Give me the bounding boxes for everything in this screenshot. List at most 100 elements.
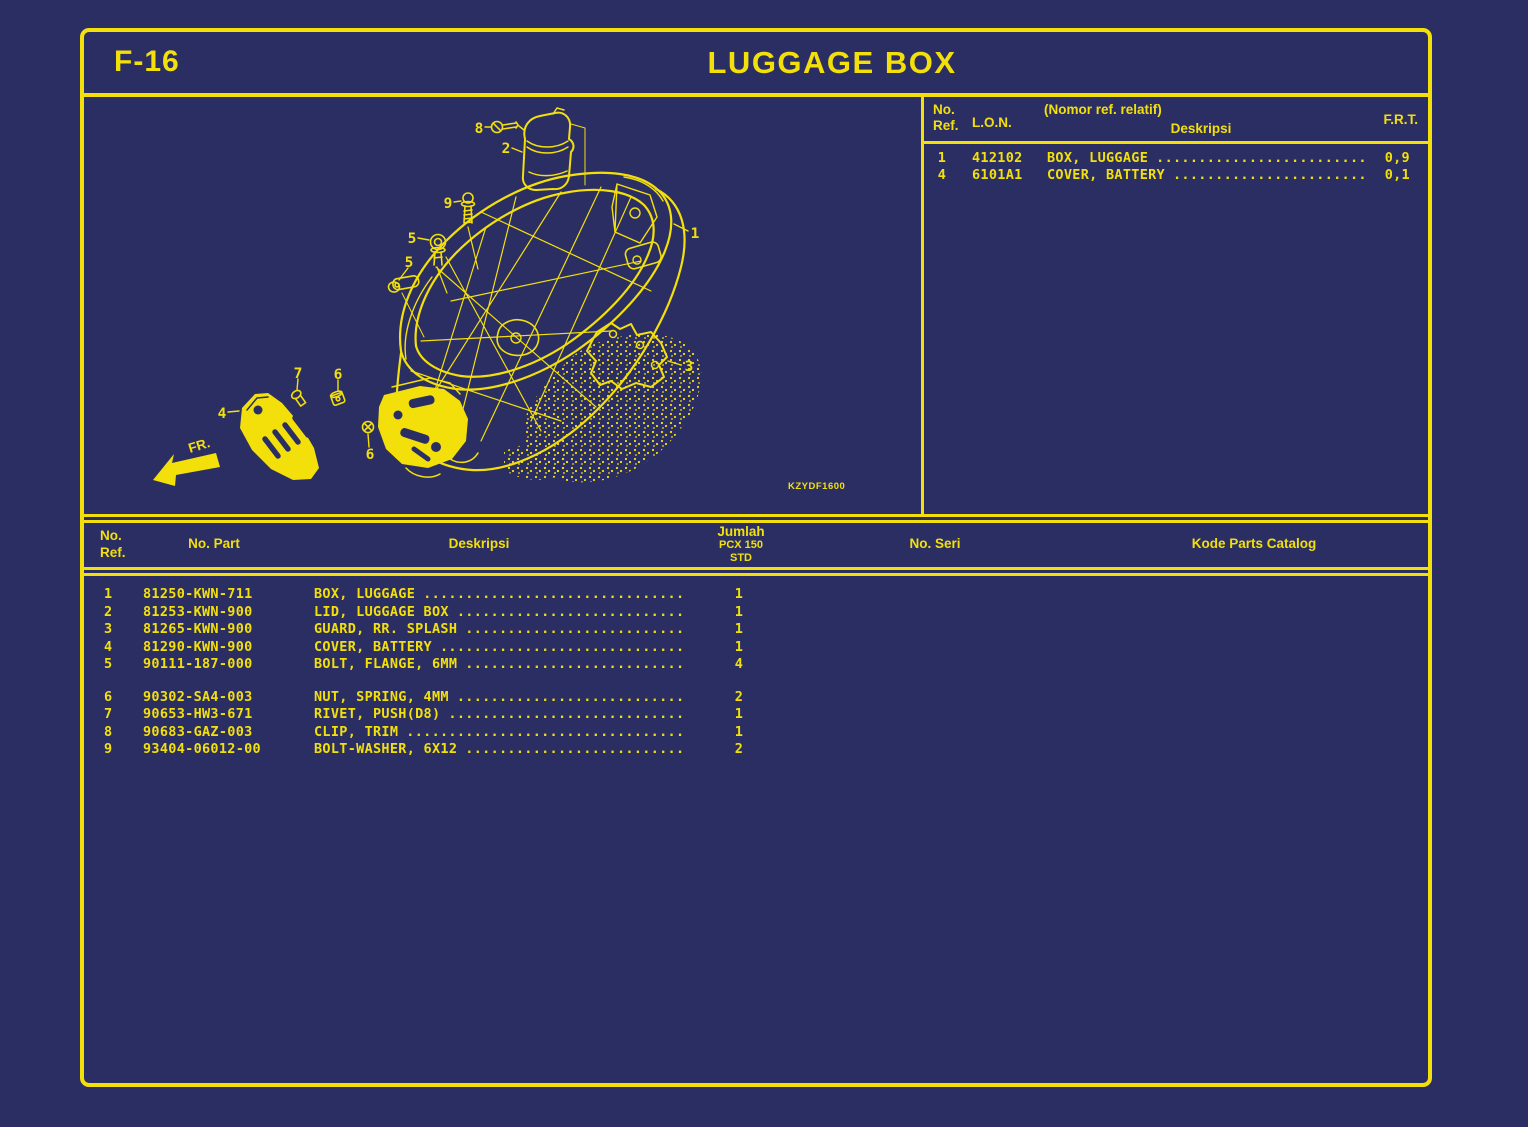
parts-row: 8 90683-GAZ-003 CLIP, TRIM..............… — [104, 724, 1428, 742]
qty-cell: 2 — [734, 741, 744, 757]
part-number-cell: 90111-187-000 — [143, 656, 253, 672]
diagram-code: KZYDF1600 — [788, 481, 845, 492]
ref-col-header: No. Ref. — [933, 102, 959, 133]
ref-table-row: 1 412102 BOX, LUGGAGE...................… — [924, 150, 1428, 167]
flange-bolt-part-lower — [387, 275, 425, 338]
description-cell: BOLT, FLANGE, 6MM.......................… — [314, 656, 685, 672]
ref-table-header: No. Ref. L.O.N. (Nomor ref. relatif) Des… — [924, 97, 1428, 144]
row-group-gap — [104, 674, 1428, 689]
parts-row: 4 81290-KWN-900 COVER, BATTERY..........… — [104, 639, 1428, 657]
parts-row: 9 93404-06012-00 BOLT-WASHER, 6X12......… — [104, 741, 1428, 759]
page-title: LUGGAGE BOX — [707, 45, 957, 80]
luggage-box-body — [395, 171, 686, 472]
description-cell: LID, LUGGAGE BOX........................… — [314, 603, 685, 620]
catalog-code-col-header: Kode Parts Catalog — [1191, 536, 1317, 551]
part-number-cell: 93404-06012-00 — [143, 741, 261, 757]
description-cell: NUT, SPRING, 4MM........................… — [314, 688, 685, 705]
desc-note-header: (Nomor ref. relatif) — [1044, 102, 1162, 117]
description-cell: BOLT-WASHER, 6X12.......................… — [314, 741, 685, 757]
callout-1: 1 — [691, 226, 700, 242]
parts-row: 2 81253-KWN-900 LID, LUGGAGE BOX........… — [104, 604, 1428, 622]
stipple-shading — [504, 333, 702, 483]
ref-cell: 1 — [937, 150, 947, 166]
exploded-parts-diagram: 8 2 9 5 5 1 3 7 6 4 6 FR. KZYDF1600 — [84, 97, 921, 514]
ref-cell: 4 — [104, 638, 113, 655]
part-number-cell: 90683-GAZ-003 — [143, 723, 253, 740]
ref-cell: 3 — [104, 621, 113, 637]
description-cell: GUARD, RR. SPLASH.......................… — [314, 621, 685, 637]
bolt-washer-part — [460, 192, 476, 224]
description-cell: COVER, BATTERY....................... — [1047, 167, 1367, 183]
ref-cell: 7 — [104, 706, 113, 722]
spring-nut-part — [329, 390, 346, 406]
frt-cell: 0,1 — [1384, 167, 1410, 183]
parts-row: 1 81250-KWN-711 BOX, LUGGAGE............… — [104, 586, 1428, 604]
luggage-box-drawing: 8 2 9 5 5 1 3 7 6 4 6 FR. KZYDF1600 — [153, 107, 845, 492]
ref-cell: 4 — [937, 167, 947, 183]
qty-cell: 1 — [734, 603, 744, 620]
qty-col-header: Jumlah PCX 150 STD — [717, 524, 765, 564]
callout-5-upper: 5 — [408, 231, 417, 247]
description-cell: COVER, BATTERY..........................… — [314, 638, 685, 655]
callout-7: 7 — [294, 366, 303, 382]
part-number-cell: 81250-KWN-711 — [143, 586, 253, 602]
callout-6-lower: 6 — [366, 447, 375, 463]
trim-clip-part — [490, 120, 525, 134]
part-number-cell: 81265-KWN-900 — [143, 621, 253, 637]
flange-bolt-part-upper — [429, 233, 447, 266]
parts-row: 3 81265-KWN-900 GUARD, RR. SPLASH.......… — [104, 621, 1428, 639]
qty-cell: 1 — [734, 621, 744, 637]
ref-cell: 8 — [104, 723, 113, 740]
part-col-header: No. Part — [188, 536, 240, 551]
part-number-cell: 90302-SA4-003 — [143, 688, 253, 705]
desc-col-header: Deskripsi — [448, 536, 510, 551]
description-cell: CLIP, TRIM..............................… — [314, 723, 685, 740]
battery-cover-part — [240, 393, 319, 480]
parts-row: 7 90653-HW3-671 RIVET, PUSH(D8).........… — [104, 706, 1428, 724]
page-frame: F-16 LUGGAGE BOX — [80, 28, 1432, 1087]
ref-col-header: No. Ref. — [100, 528, 126, 560]
box-netting-lines — [410, 186, 652, 442]
fr-label: FR. — [186, 435, 211, 456]
qty-cell: 2 — [734, 688, 744, 705]
description-cell: BOX, LUGGAGE............................… — [314, 586, 685, 602]
callout-2: 2 — [502, 141, 511, 157]
splash-guard-part — [586, 322, 668, 390]
parts-table-rows: 1 81250-KWN-711 BOX, LUGGAGE............… — [84, 576, 1428, 759]
parts-table-header: No. Ref. No. Part Deskripsi Jumlah PCX 1… — [84, 514, 1428, 576]
luggage-box-lid — [521, 107, 586, 191]
callout-6-upper: 6 — [334, 367, 343, 383]
ref-summary-panel: No. Ref. L.O.N. (Nomor ref. relatif) Des… — [921, 97, 1428, 514]
callout-9: 9 — [444, 196, 453, 212]
qty-cell: 1 — [734, 723, 744, 740]
page-header: F-16 LUGGAGE BOX — [84, 32, 1428, 97]
ref-cell: 5 — [104, 656, 113, 672]
ref-cell: 2 — [104, 603, 113, 620]
callout-8: 8 — [475, 121, 484, 137]
qty-cell: 1 — [734, 638, 744, 655]
frt-col-header: F.R.T. — [1383, 112, 1418, 127]
callout-5-lower: 5 — [405, 255, 414, 271]
parts-row: 5 90111-187-000 BOLT, FLANGE, 6MM.......… — [104, 656, 1428, 674]
part-number-cell: 81290-KWN-900 — [143, 638, 253, 655]
front-direction-arrow — [153, 453, 220, 486]
callout-3: 3 — [685, 359, 694, 375]
part-number-cell: 81253-KWN-900 — [143, 603, 253, 620]
ref-cell: 6 — [104, 688, 113, 705]
desc-col-header: Deskripsi — [1170, 121, 1232, 136]
callout-leader-lines — [227, 126, 689, 448]
page-content: 8 2 9 5 5 1 3 7 6 4 6 FR. KZYDF1600 — [84, 97, 1428, 1079]
grommet-part — [361, 420, 375, 434]
ref-table-row: 4 6101A1 COVER, BATTERY.................… — [924, 167, 1428, 184]
serial-col-header: No. Seri — [909, 536, 961, 551]
parts-row: 6 90302-SA4-003 NUT, SPRING, 4MM........… — [104, 689, 1428, 707]
qty-cell: 4 — [734, 656, 744, 672]
ref-cell: 9 — [104, 741, 113, 757]
page-code: F-16 — [114, 45, 180, 78]
qty-cell: 1 — [734, 706, 744, 722]
callout-4: 4 — [218, 406, 227, 422]
parts-table: No. Ref. No. Part Deskripsi Jumlah PCX 1… — [84, 514, 1428, 1079]
box-front-bracket — [378, 377, 479, 478]
frt-cell: 0,9 — [1384, 150, 1410, 166]
